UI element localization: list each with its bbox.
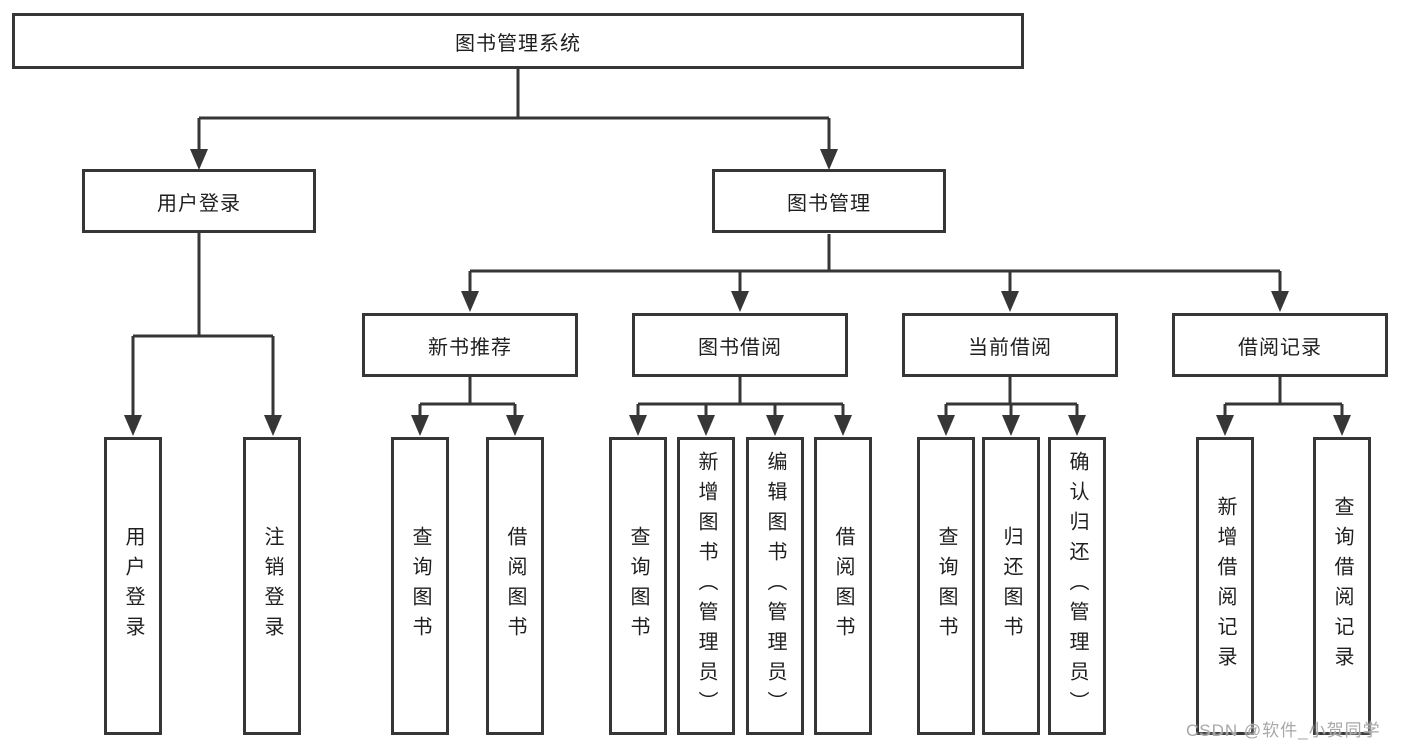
leaf-add-books-admin: 新增图书（管理员） <box>677 437 735 735</box>
arrowheads <box>124 149 1351 436</box>
leaf-query-books-3: 查询图书 <box>917 437 975 735</box>
leaf-confirm-return-admin: 确认归还（管理员） <box>1048 437 1106 735</box>
node-user-login: 用户登录 <box>82 169 316 233</box>
leaf-user-login: 用户登录 <box>104 437 162 735</box>
leaf-query-borrow-record: 查询借阅记录 <box>1313 437 1371 735</box>
node-new-book-recommend: 新书推荐 <box>362 313 578 377</box>
leaf-borrow-books-1: 借阅图书 <box>486 437 544 735</box>
leaf-logout: 注销登录 <box>243 437 301 735</box>
node-root: 图书管理系统 <box>12 13 1024 69</box>
leaf-query-books-1: 查询图书 <box>391 437 449 735</box>
leaf-borrow-books-2: 借阅图书 <box>814 437 872 735</box>
leaf-query-books-2: 查询图书 <box>609 437 667 735</box>
node-current-borrowing: 当前借阅 <box>902 313 1118 377</box>
leaf-add-borrow-record: 新增借阅记录 <box>1196 437 1254 735</box>
leaf-return-books: 归还图书 <box>982 437 1040 735</box>
node-borrowing-records: 借阅记录 <box>1172 313 1388 377</box>
csdn-watermark: CSDN @软件_小贺同学 <box>1186 721 1381 740</box>
node-book-borrowing: 图书借阅 <box>632 313 848 377</box>
leaf-edit-books-admin: 编辑图书（管理员） <box>746 437 804 735</box>
node-book-management: 图书管理 <box>712 169 946 233</box>
